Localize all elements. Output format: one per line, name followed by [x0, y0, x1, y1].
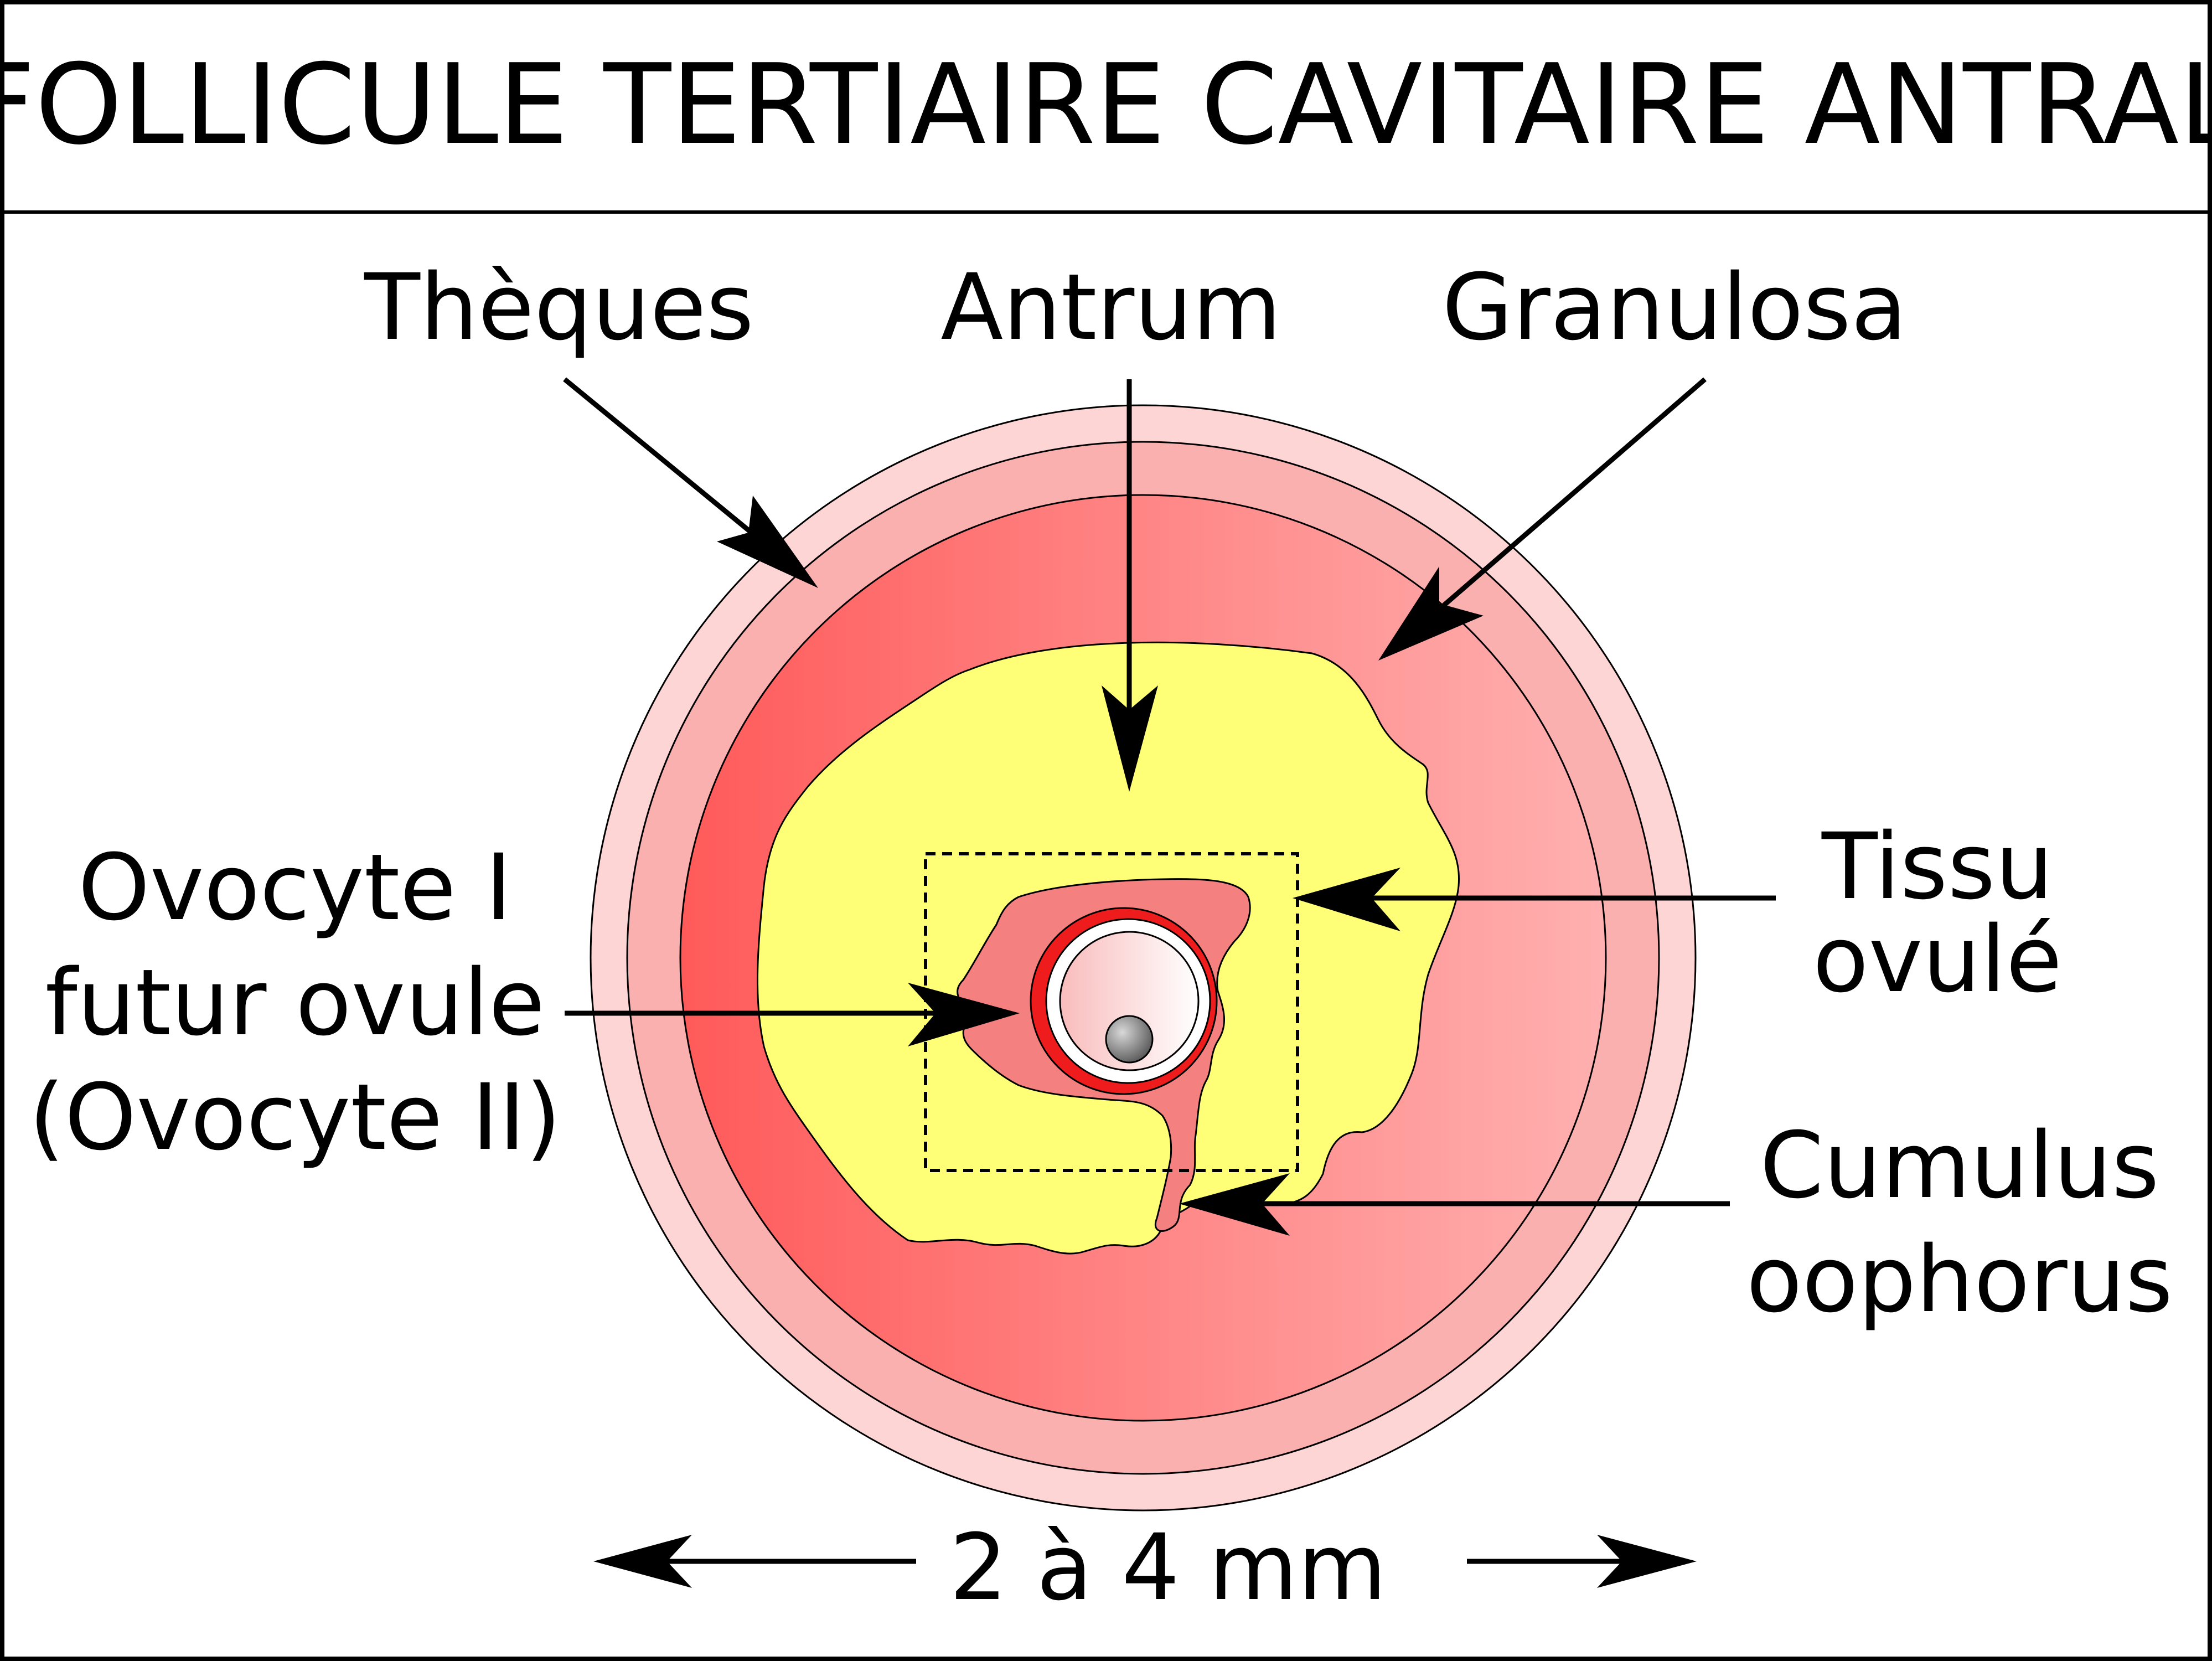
arrow-theques [563, 377, 818, 588]
scale-arrow-right [1467, 1535, 1697, 1588]
arrow-cumulus [1179, 1173, 1730, 1236]
label-ovocyte-line1: Ovocyte I [78, 834, 512, 941]
arrow-antrum [1102, 379, 1158, 792]
label-scale: 2 à 4 mm [949, 1514, 1387, 1621]
arrow-tissu-ovule [1293, 868, 1776, 931]
scale-arrow-left [593, 1535, 916, 1588]
oocyte [1059, 931, 1200, 1071]
label-ovocyte-line3: (Ovocyte II) [29, 1064, 561, 1170]
diagram-title: FOLLICULE TERTIAIRE CAVITAIRE ANTRAL [0, 40, 2212, 169]
nucleus [1105, 1015, 1154, 1064]
label-cumulus-line2: oophorus [1746, 1226, 2173, 1333]
label-granulosa: Granulosa [1442, 254, 1907, 360]
label-cumulus-line1: Cumulus [1760, 1112, 2159, 1219]
label-theques: Thèques [364, 254, 754, 360]
arrow-ovocyte [565, 983, 1020, 1046]
label-ovocyte-line2: futur ovule [45, 950, 545, 1056]
label-tissu-line1: Tissu [1821, 813, 2053, 920]
label-tissu-line2: ovulé [1813, 906, 2063, 1013]
label-antrum: Antrum [940, 254, 1281, 360]
arrow-granulosa [1378, 377, 1707, 661]
